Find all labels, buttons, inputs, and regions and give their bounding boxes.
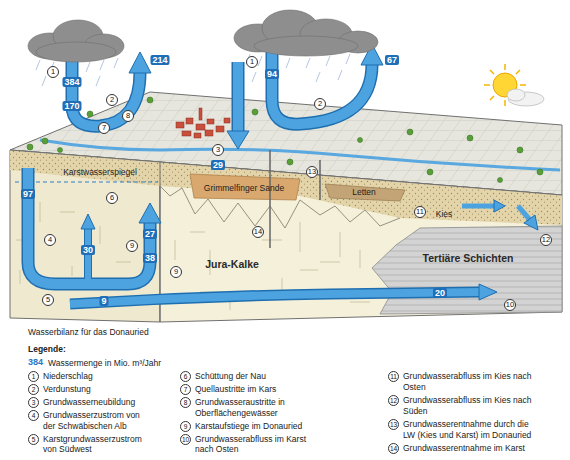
callout-number: 12 [540, 234, 552, 246]
flow-value: 30 [81, 245, 95, 255]
groundwater-block-illustration [0, 0, 570, 330]
legend-text: Karstaufstiege im Donauried [195, 421, 320, 432]
legend-number: 13 [388, 419, 399, 430]
flow-value: 170 [62, 101, 81, 111]
layer-name: Kies [436, 209, 453, 219]
callout-number: 3 [212, 144, 224, 156]
callout-number: 9 [126, 240, 138, 252]
layer-name: Karstwasserspiegel [63, 167, 137, 177]
layer-name: Jura-Kalke [205, 258, 259, 270]
legend-text: Karstgrundwasserzustrom von Südwest [43, 434, 143, 455]
flow-value: 29 [211, 160, 225, 170]
legend-text: Grundwasserabfluss im Karst nach Osten [195, 434, 320, 455]
callout-number: 9 [170, 266, 182, 278]
flow-value: 67 [385, 55, 399, 65]
legend-text: Quellaustritte im Kars [195, 384, 320, 395]
flow-value: 9 [99, 296, 108, 306]
legend-text: Grundwasserentnahme im Karst [403, 443, 536, 454]
callout-number: 4 [44, 234, 56, 246]
callout-number: 5 [42, 294, 54, 306]
flow-value: 97 [21, 189, 35, 199]
legend-text: Grundwasserabfluss im Kies nach Süden [403, 395, 536, 416]
legend-sample-value: 384 [28, 357, 43, 367]
legend-number: 12 [388, 395, 399, 406]
callout-number: 14 [252, 226, 264, 238]
callout-number: 1 [47, 66, 59, 78]
legend-number: 10 [180, 434, 191, 445]
callout-number: 10 [504, 299, 516, 311]
legend-number: 9 [180, 421, 191, 432]
legend-text: Schüttung der Nau [195, 371, 320, 382]
legend-text: Grundwasserabfluss im Kies nach Osten [403, 371, 536, 392]
callout-number: 6 [106, 192, 118, 204]
flow-value: 384 [62, 77, 81, 87]
layer-name: Tertiäre Schichten [423, 252, 514, 264]
legend-heading: Legende: [28, 344, 66, 354]
legend-number: 4 [28, 410, 39, 421]
legend-text: Verdunstung [43, 384, 143, 395]
legend-number: 7 [180, 384, 191, 395]
legend-number: 3 [28, 397, 39, 408]
flow-value: 27 [143, 229, 157, 239]
legend-number: 1 [28, 371, 39, 382]
legend-text: Wassermenge in Mio. m³/Jahr [48, 358, 161, 369]
legend-text: Grundwasserzustrom von der Schwäbischen … [43, 410, 143, 431]
legend-number: 14 [388, 443, 399, 454]
callout-number: 11 [414, 206, 426, 218]
flow-value: 20 [433, 288, 447, 298]
legend-text: Niederschlag [43, 371, 143, 382]
legend-number: 2 [28, 384, 39, 395]
flow-value: 38 [143, 253, 157, 263]
callout-number: 2 [314, 98, 326, 110]
callout-number: 13 [306, 166, 318, 178]
flow-value: 214 [150, 55, 169, 65]
layer-name: Grimmelfinger Sande [204, 183, 284, 193]
legend-number: 8 [180, 397, 191, 408]
legend-number: 11 [388, 371, 399, 382]
legend-text: Grundwasserentnahme durch die LW (Kies u… [403, 419, 536, 440]
callout-number: 8 [122, 110, 134, 122]
sun [484, 64, 544, 106]
legend-text: Grundwasseraustritte in Oberflächengewäs… [195, 397, 320, 418]
callout-number: 7 [98, 122, 110, 134]
legend-text: Grundwasserneubildung [43, 397, 143, 408]
legend-number: 6 [180, 371, 191, 382]
callout-number: 2 [106, 94, 118, 106]
callout-number: 1 [246, 56, 258, 68]
flow-value: 94 [265, 69, 279, 79]
caption: Wasserbilanz für das Donauried [28, 327, 149, 337]
legend-number: 5 [28, 434, 39, 445]
layer-name: Letten [352, 187, 376, 197]
